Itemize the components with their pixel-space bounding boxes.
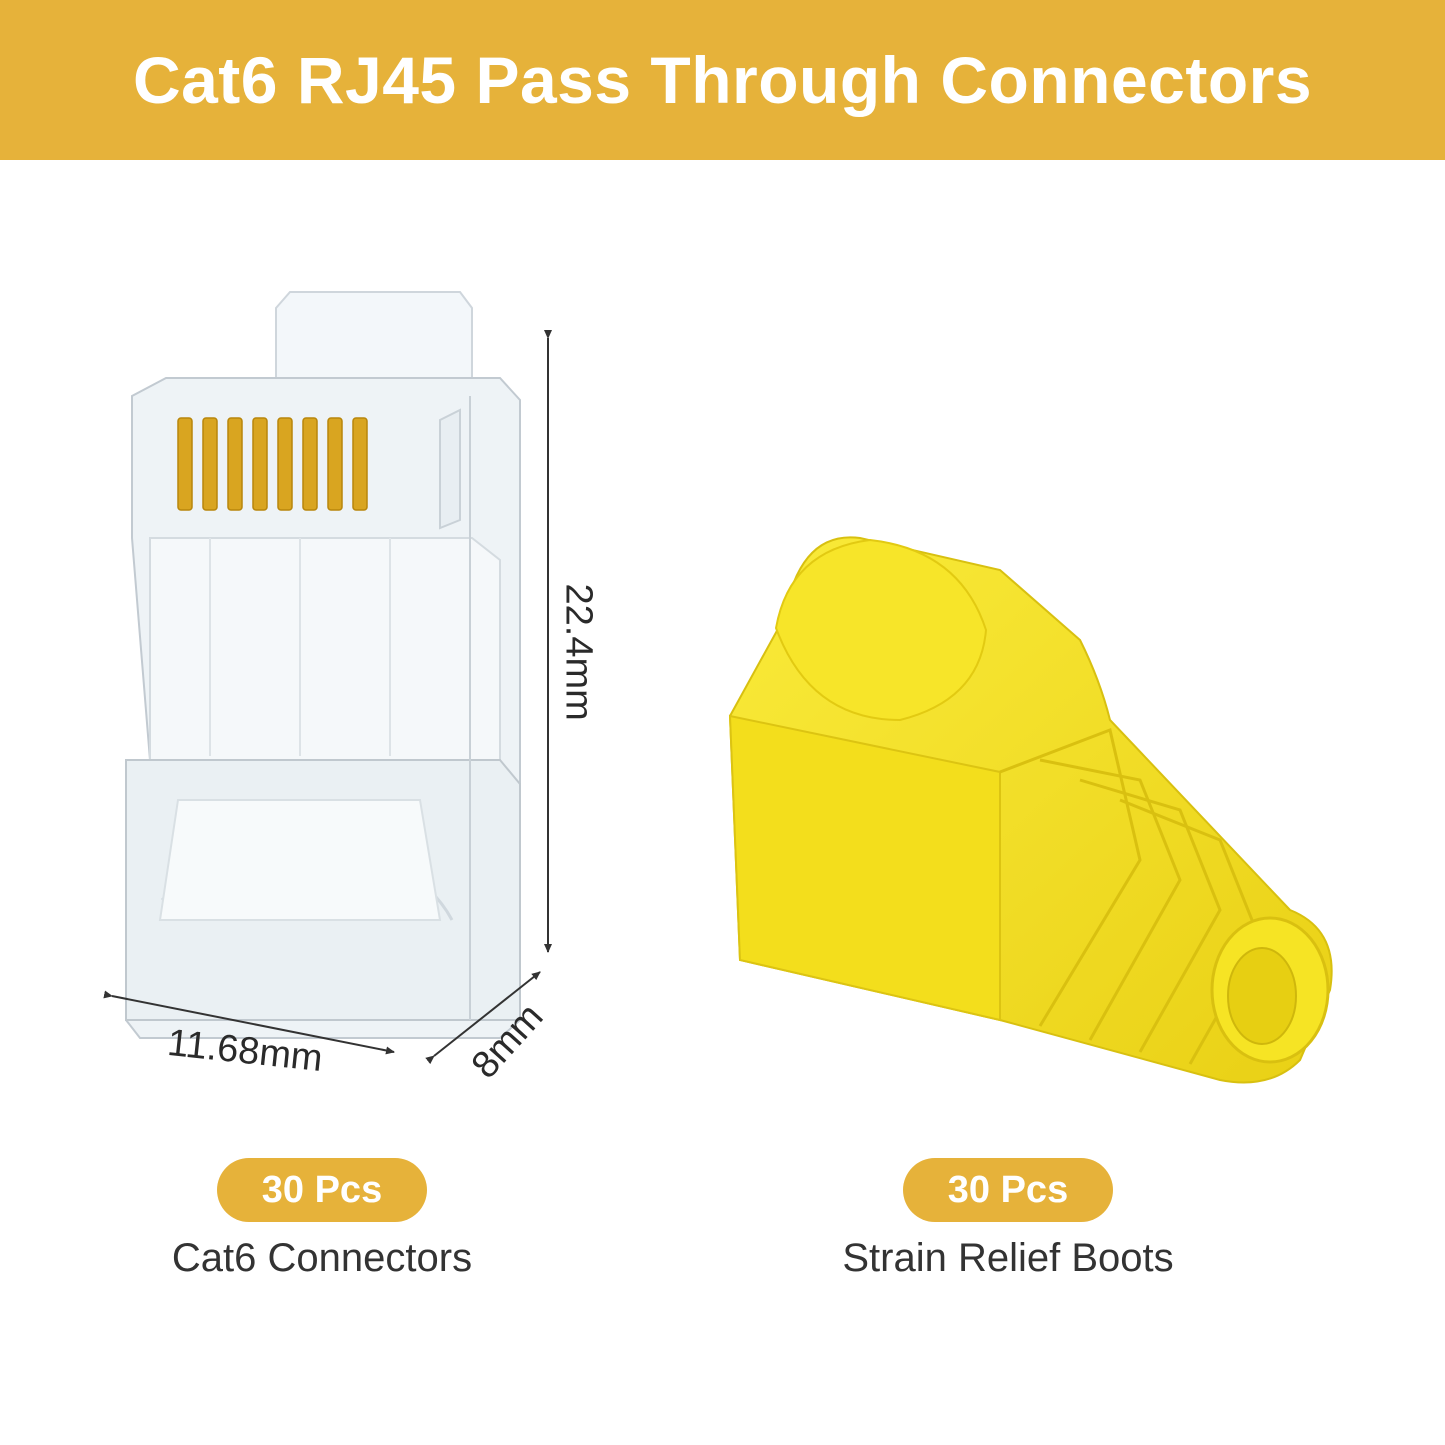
- title-banner: Cat6 RJ45 Pass Through Connectors: [0, 0, 1445, 160]
- quantity-badge: 30 Pcs: [217, 1158, 427, 1222]
- product-name: Cat6 Connectors: [171, 1236, 473, 1280]
- product-illustration: 22.4mm 11.68mm 8mm: [0, 160, 1445, 1140]
- dimension-lines: [103, 330, 552, 1065]
- rj45-connector-icon: [125, 291, 521, 1039]
- product-boots: 30 Pcs Strain Relief Boots: [748, 1158, 1268, 1281]
- gold-contacts-icon: [177, 417, 368, 511]
- strain-relief-boot-icon: [728, 536, 1333, 1084]
- banner-title: Cat6 RJ45 Pass Through Connectors: [132, 43, 1313, 117]
- height-dimension-label: 22.4mm: [557, 583, 600, 721]
- illustration-svg: [103, 291, 1333, 1084]
- width-dimension-line: [103, 990, 395, 1055]
- depth-dimension-line: [425, 971, 541, 1065]
- product-name: Strain Relief Boots: [842, 1236, 1174, 1280]
- quantity-badge: 30 Pcs: [903, 1158, 1113, 1222]
- product-connectors: 30 Pcs Cat6 Connectors: [62, 1158, 582, 1281]
